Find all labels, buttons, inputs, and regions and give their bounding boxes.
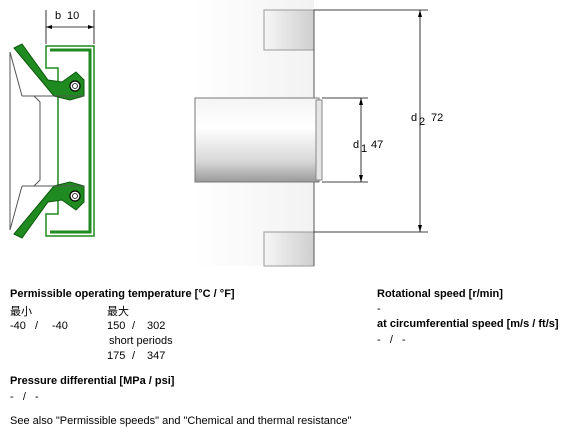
temperature-min-header: 最小 [10,306,32,318]
housing-lower [263,231,315,267]
temperature-short-sep: / [132,350,136,362]
width-label: b [55,10,61,22]
temperature-short-c: 175 [107,350,126,362]
temperature-max-c: 150 [107,320,126,332]
assembly-view: d 1 47 d 2 72 [192,0,443,267]
garter-spring-upper [69,80,81,92]
pressure-value: - / - [10,391,39,403]
garter-spring-lower [69,190,81,202]
circumferential-speed-heading: at circumferential speed [m/s / ft/s] [377,318,559,330]
footer-note[interactable]: See also "Permissible speeds" and "Chemi… [10,415,352,427]
rotational-speed-heading: Rotational speed [r/min] [377,288,503,300]
temperature-min-sep: / [35,320,39,332]
inner-diameter-value: 47 [371,139,383,151]
temperature-max-header: 最大 [107,306,129,318]
temperature-min-f: -40 [52,320,68,332]
temperature-heading: Permissible operating temperature [°C / … [10,288,235,300]
seal-lower-lip [13,181,85,239]
circumferential-speed-value: - / - [377,334,406,346]
outer-diameter-label: d [411,112,417,124]
pressure-heading: Pressure differential [MPa / psi] [10,375,175,387]
temperature-min-c: -40 [10,320,26,332]
seal-upper-lip [13,43,85,101]
inner-diameter-sub: 1 [361,143,367,155]
temperature-max-f: 302 [147,320,166,332]
seal-case [45,45,95,237]
outer-diameter-sub: 2 [419,116,425,128]
seal-drawing: b 10 d 1 47 d 2 72 [9,0,443,267]
temperature-short-label: short periods [109,335,173,347]
inner-diameter-label: d [353,139,359,151]
rotational-speed-value: - [377,303,381,315]
housing-upper [263,9,315,51]
outer-diameter-value: 72 [431,112,443,124]
temperature-max-sep: / [132,320,136,332]
temperature-short-f: 347 [147,350,166,362]
width-value: 10 [67,10,79,22]
shaft [194,97,320,183]
seal-section: b 10 [9,10,95,239]
